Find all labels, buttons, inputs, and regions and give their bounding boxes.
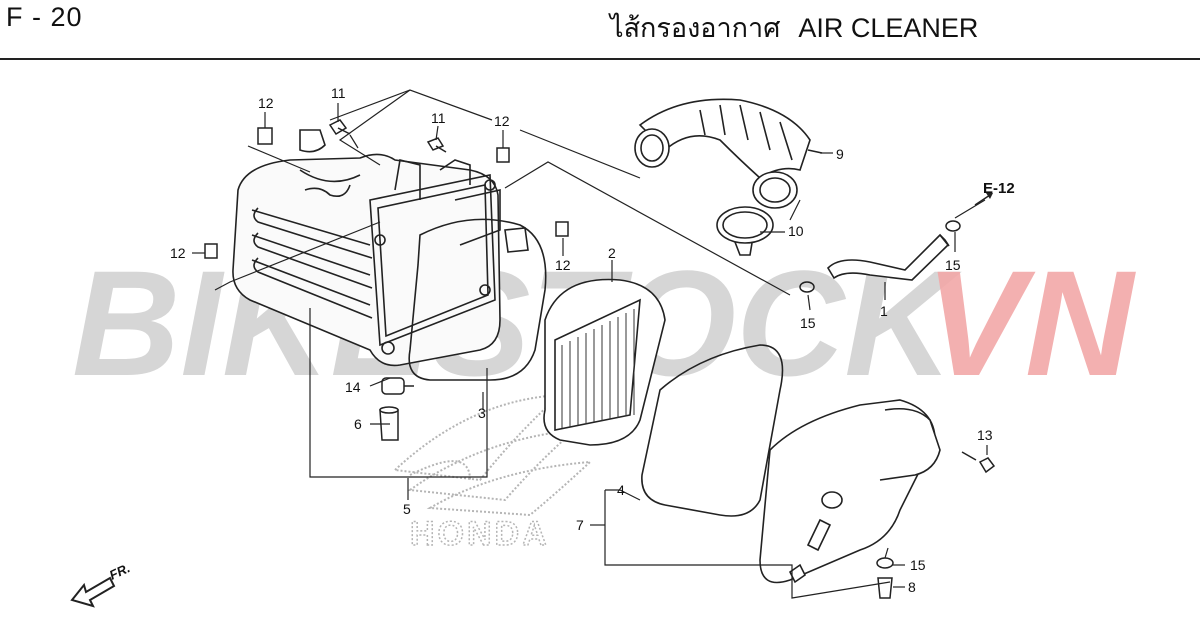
page-header: F - 20 ไส้กรองอากาศ AIR CLEANER [0, 0, 1200, 58]
callout-2: 2 [608, 245, 616, 261]
watermark-brand: BIKESTOCK [72, 239, 962, 407]
page-code: F - 20 [6, 2, 83, 32]
bolt-parts [328, 119, 996, 474]
callout-15: 15 [910, 557, 926, 573]
callout-12: 12 [555, 257, 571, 273]
callout-4: 4 [617, 482, 625, 498]
reference-label: E-12 [983, 180, 1015, 197]
breather-tube [826, 233, 950, 281]
drain-tube-parts [379, 377, 414, 441]
leader-lines [192, 89, 988, 599]
title-english: AIR CLEANER [798, 13, 979, 43]
page-title: ไส้กรองอากาศ AIR CLEANER [610, 6, 978, 49]
callout-10: 10 [788, 223, 804, 239]
callout-12: 12 [494, 113, 510, 129]
watermark: BIKESTOCK VN [72, 239, 1136, 407]
front-direction-arrow: FR. [70, 560, 132, 608]
air-cleaner-case [232, 129, 529, 367]
callout-3: 3 [478, 405, 486, 421]
intake-duct [634, 98, 823, 209]
callout-9: 9 [836, 146, 844, 162]
case-gasket [408, 218, 547, 381]
honda-logo-text: HONDA [410, 515, 550, 553]
cover-gasket [641, 344, 784, 517]
hose-band [716, 206, 774, 256]
callout-12: 12 [170, 245, 186, 261]
callout-15: 15 [945, 257, 961, 273]
air-filter-element [543, 278, 666, 446]
air-cleaner-cover [759, 399, 941, 584]
callout-15: 15 [800, 315, 816, 331]
title-thai: ไส้กรองอากาศ [610, 13, 781, 43]
callout-14: 14 [345, 379, 361, 395]
honda-logo: HONDA [392, 393, 593, 554]
callout-1: 1 [880, 303, 888, 319]
callout-13: 13 [977, 427, 993, 443]
watermark-suffix: VN [925, 239, 1136, 407]
callout-5: 5 [403, 501, 411, 517]
callout-11: 11 [431, 110, 446, 126]
callout-7: 7 [576, 517, 584, 533]
front-direction-label: FR. [107, 560, 132, 582]
drain-plug [877, 577, 893, 599]
callout-8: 8 [908, 579, 916, 595]
reference-arrow-e12: E-12 [974, 180, 1015, 206]
callout-12: 12 [258, 95, 274, 111]
header-divider [0, 58, 1200, 60]
callout-11: 11 [331, 85, 346, 101]
callout-6: 6 [354, 416, 362, 432]
callout-numbers: 12 11 11 12 12 12 2 9 10 15 15 1 14 6 3 … [170, 85, 993, 595]
clip-parts [204, 127, 569, 259]
